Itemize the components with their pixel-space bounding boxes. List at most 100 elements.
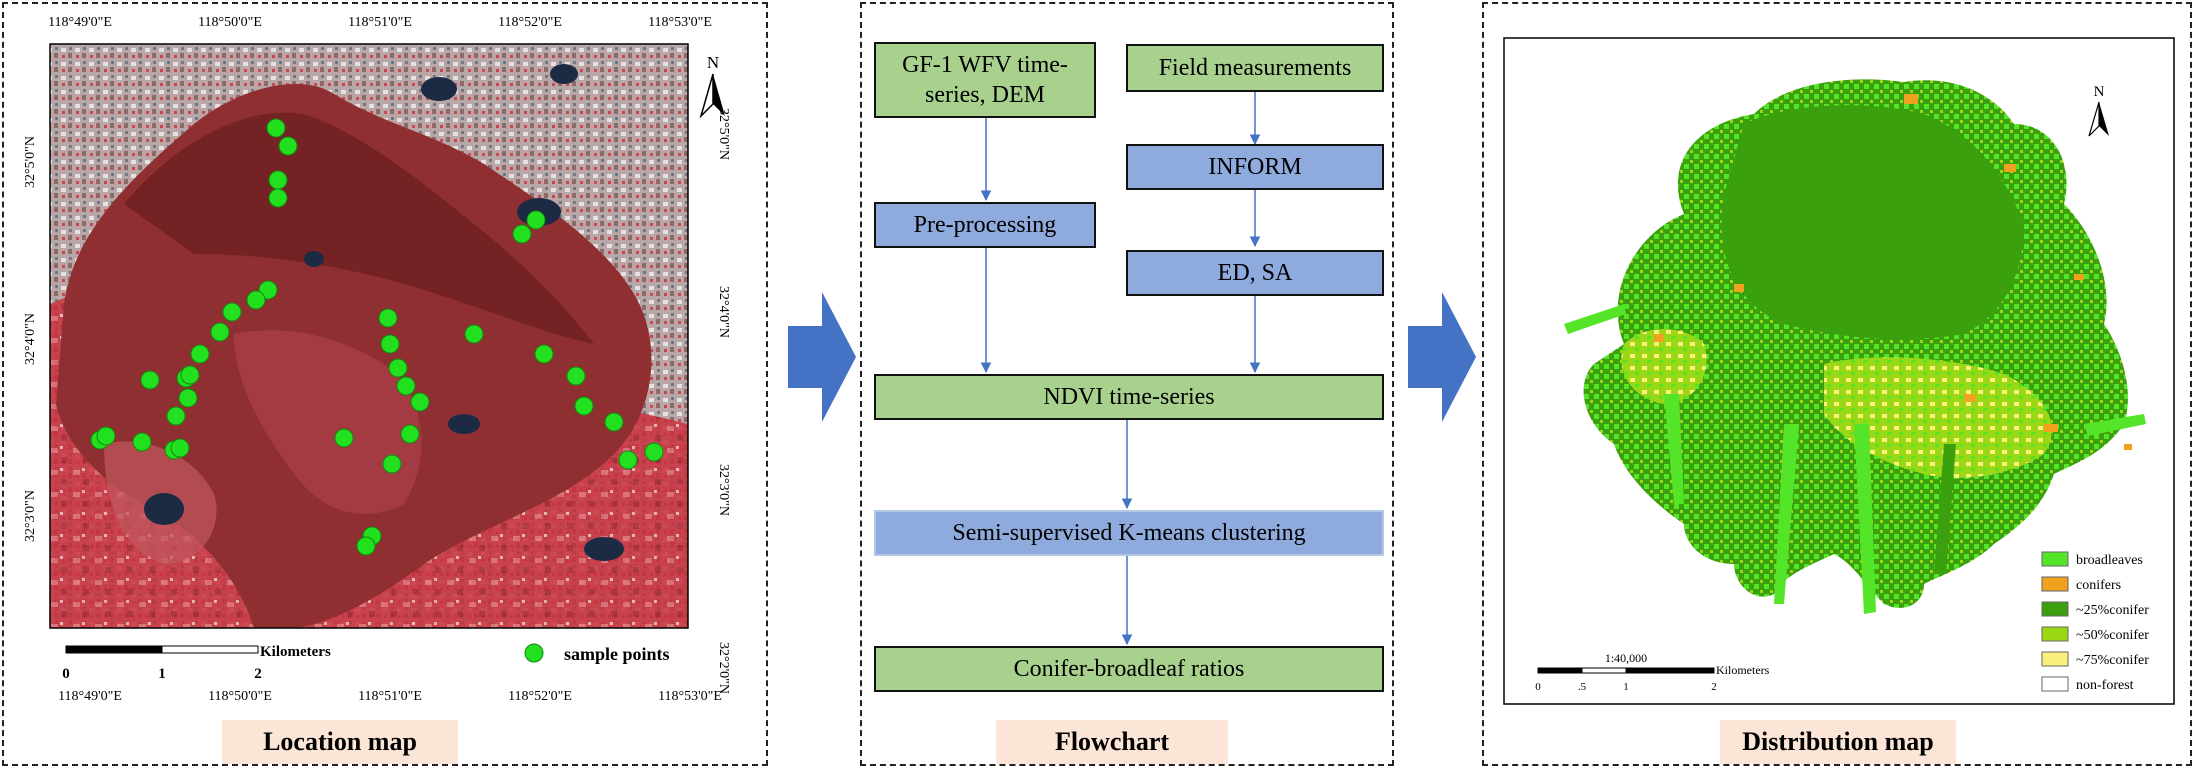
- sample-point: [512, 224, 532, 244]
- scale-unit: Kilometers: [260, 644, 331, 660]
- sample-point: [132, 432, 152, 452]
- right-tick-labels: 32°5'0"N 32°4'0"N 32°3'0"N 32°2'0"N: [716, 108, 731, 694]
- sample-point: [534, 344, 554, 364]
- sample-point: [526, 210, 546, 230]
- left-tick-labels: 32°5'0"N 32°4'0"N 32°3'0"N: [23, 136, 38, 542]
- sample-points: [90, 118, 664, 556]
- top-tick: 118°51'0"E: [348, 15, 412, 30]
- bottom-tick: 118°49'0"E: [58, 689, 122, 704]
- distribution-legend: broadleaves conifers ~25%conifer ~50%conife…: [2041, 551, 2149, 693]
- sample-point: [278, 136, 298, 156]
- sample-point: [178, 388, 198, 408]
- right-tick: 32°5'0"N: [716, 108, 731, 160]
- scale-label: 0: [1535, 681, 1541, 693]
- north-label: N: [707, 53, 719, 72]
- node-field-measurements: Field measurements: [1126, 44, 1384, 92]
- legend-sample-points: sample points: [564, 644, 670, 664]
- scale-label: .5: [1578, 681, 1587, 693]
- scale-bar: Kilometers 0 1 2: [62, 644, 331, 682]
- sample-point: [268, 170, 288, 190]
- north-arrow-icon: N: [2088, 84, 2109, 137]
- legend-swatch: [2041, 676, 2069, 692]
- bottom-tick-labels: 118°49'0"E 118°50'0"E 118°51'0"E 118°52'…: [58, 689, 722, 704]
- node-kmeans-clustering: Semi-supervised K-means clustering: [874, 510, 1384, 556]
- arrow-right-icon: [1408, 292, 1476, 422]
- legend-label: broadleaves: [2076, 553, 2143, 568]
- node-ndvi-time-series: NDVI time-series: [874, 374, 1384, 420]
- sample-point: [246, 290, 266, 310]
- node-conifer-broadleaf-ratios: Conifer-broadleaf ratios: [874, 646, 1384, 692]
- distribution-map-caption: Distribution map: [1720, 720, 1956, 764]
- sample-point: [170, 438, 190, 458]
- top-tick: 118°53'0"E: [648, 15, 712, 30]
- legend-swatch: [2041, 576, 2069, 592]
- right-tick: 32°2'0"N: [716, 642, 731, 694]
- sample-point: [268, 188, 288, 208]
- scale-label-1: 1: [158, 666, 166, 682]
- sample-point: [400, 424, 420, 444]
- sample-point: [464, 324, 484, 344]
- node-gf1-wfv-dem: GF-1 WFV time-series, DEM: [874, 42, 1096, 118]
- distribution-map: N 1:40,000 Kilometers 0 .5 1 2 broadleav…: [1503, 37, 2175, 705]
- sample-point: [566, 366, 586, 386]
- top-tick: 118°52'0"E: [498, 15, 562, 30]
- location-map: N Kilometers 0 1 2 sample points 118°49'…: [23, 15, 731, 704]
- location-map-caption: Location map: [222, 720, 458, 764]
- flowchart-panel: GF-1 WFV time-series, DEM Field measurem…: [860, 2, 1394, 766]
- sample-point: [140, 370, 160, 390]
- flow-arrows: [980, 92, 1261, 646]
- scale-label-0: 0: [62, 666, 70, 682]
- sample-point: [410, 392, 430, 412]
- legend-label: ~25%conifer: [2076, 603, 2149, 618]
- left-tick: 32°5'0"N: [23, 136, 38, 188]
- sample-point: [378, 308, 398, 328]
- sample-point: [380, 334, 400, 354]
- legend-label: conifers: [2076, 578, 2121, 593]
- bottom-tick: 118°52'0"E: [508, 689, 572, 704]
- bottom-tick: 118°51'0"E: [358, 689, 422, 704]
- legend-label: ~75%conifer: [2076, 653, 2149, 668]
- flowchart-caption: Flowchart: [996, 720, 1228, 764]
- sample-point: [388, 358, 408, 378]
- distribution-map-panel: N 1:40,000 Kilometers 0 .5 1 2 broadleav…: [1482, 2, 2192, 766]
- legend-swatch: [2041, 551, 2069, 567]
- sample-point: [356, 536, 376, 556]
- satellite-image: [50, 44, 688, 628]
- sample-point: [190, 344, 210, 364]
- scale-unit: Kilometers: [1716, 663, 1770, 677]
- location-map-panel: N Kilometers 0 1 2 sample points 118°49'…: [2, 2, 768, 766]
- node-pre-processing: Pre-processing: [874, 202, 1096, 248]
- sample-point: [644, 442, 664, 462]
- bottom-tick: 118°50'0"E: [208, 689, 272, 704]
- arrow-right-icon: [788, 292, 856, 422]
- top-tick: 118°49'0"E: [48, 15, 112, 30]
- scale-bar: 1:40,000 Kilometers 0 .5 1 2: [1535, 651, 1769, 693]
- sample-point: [166, 406, 186, 426]
- right-tick: 32°3'0"N: [716, 464, 731, 516]
- legend-swatch: [2041, 626, 2069, 642]
- right-tick: 32°4'0"N: [716, 286, 731, 338]
- top-tick-labels: 118°49'0"E 118°50'0"E 118°51'0"E 118°52'…: [48, 15, 712, 30]
- sample-point: [574, 396, 594, 416]
- scale-ratio: 1:40,000: [1605, 651, 1647, 665]
- legend-label: non-forest: [2076, 678, 2134, 693]
- sample-point: [96, 426, 116, 446]
- legend-label: ~50%conifer: [2076, 628, 2149, 643]
- left-tick: 32°3'0"N: [23, 490, 38, 542]
- sample-points-legend: sample points: [524, 643, 670, 664]
- top-tick: 118°50'0"E: [198, 15, 262, 30]
- north-arrow-icon: N: [699, 53, 725, 119]
- bottom-tick: 118°53'0"E: [658, 689, 722, 704]
- node-inform: INFORM: [1126, 144, 1384, 190]
- scale-label: 1: [1623, 681, 1629, 693]
- legend-swatch: [2041, 601, 2069, 617]
- sample-point: [210, 322, 230, 342]
- north-label: N: [2094, 84, 2105, 100]
- sample-point: [334, 428, 354, 448]
- sample-point: [266, 118, 286, 138]
- sample-point: [382, 454, 402, 474]
- scale-label-2: 2: [254, 666, 262, 682]
- node-ed-sa: ED, SA: [1126, 250, 1384, 296]
- sample-point: [396, 376, 416, 396]
- sample-point: [180, 365, 200, 385]
